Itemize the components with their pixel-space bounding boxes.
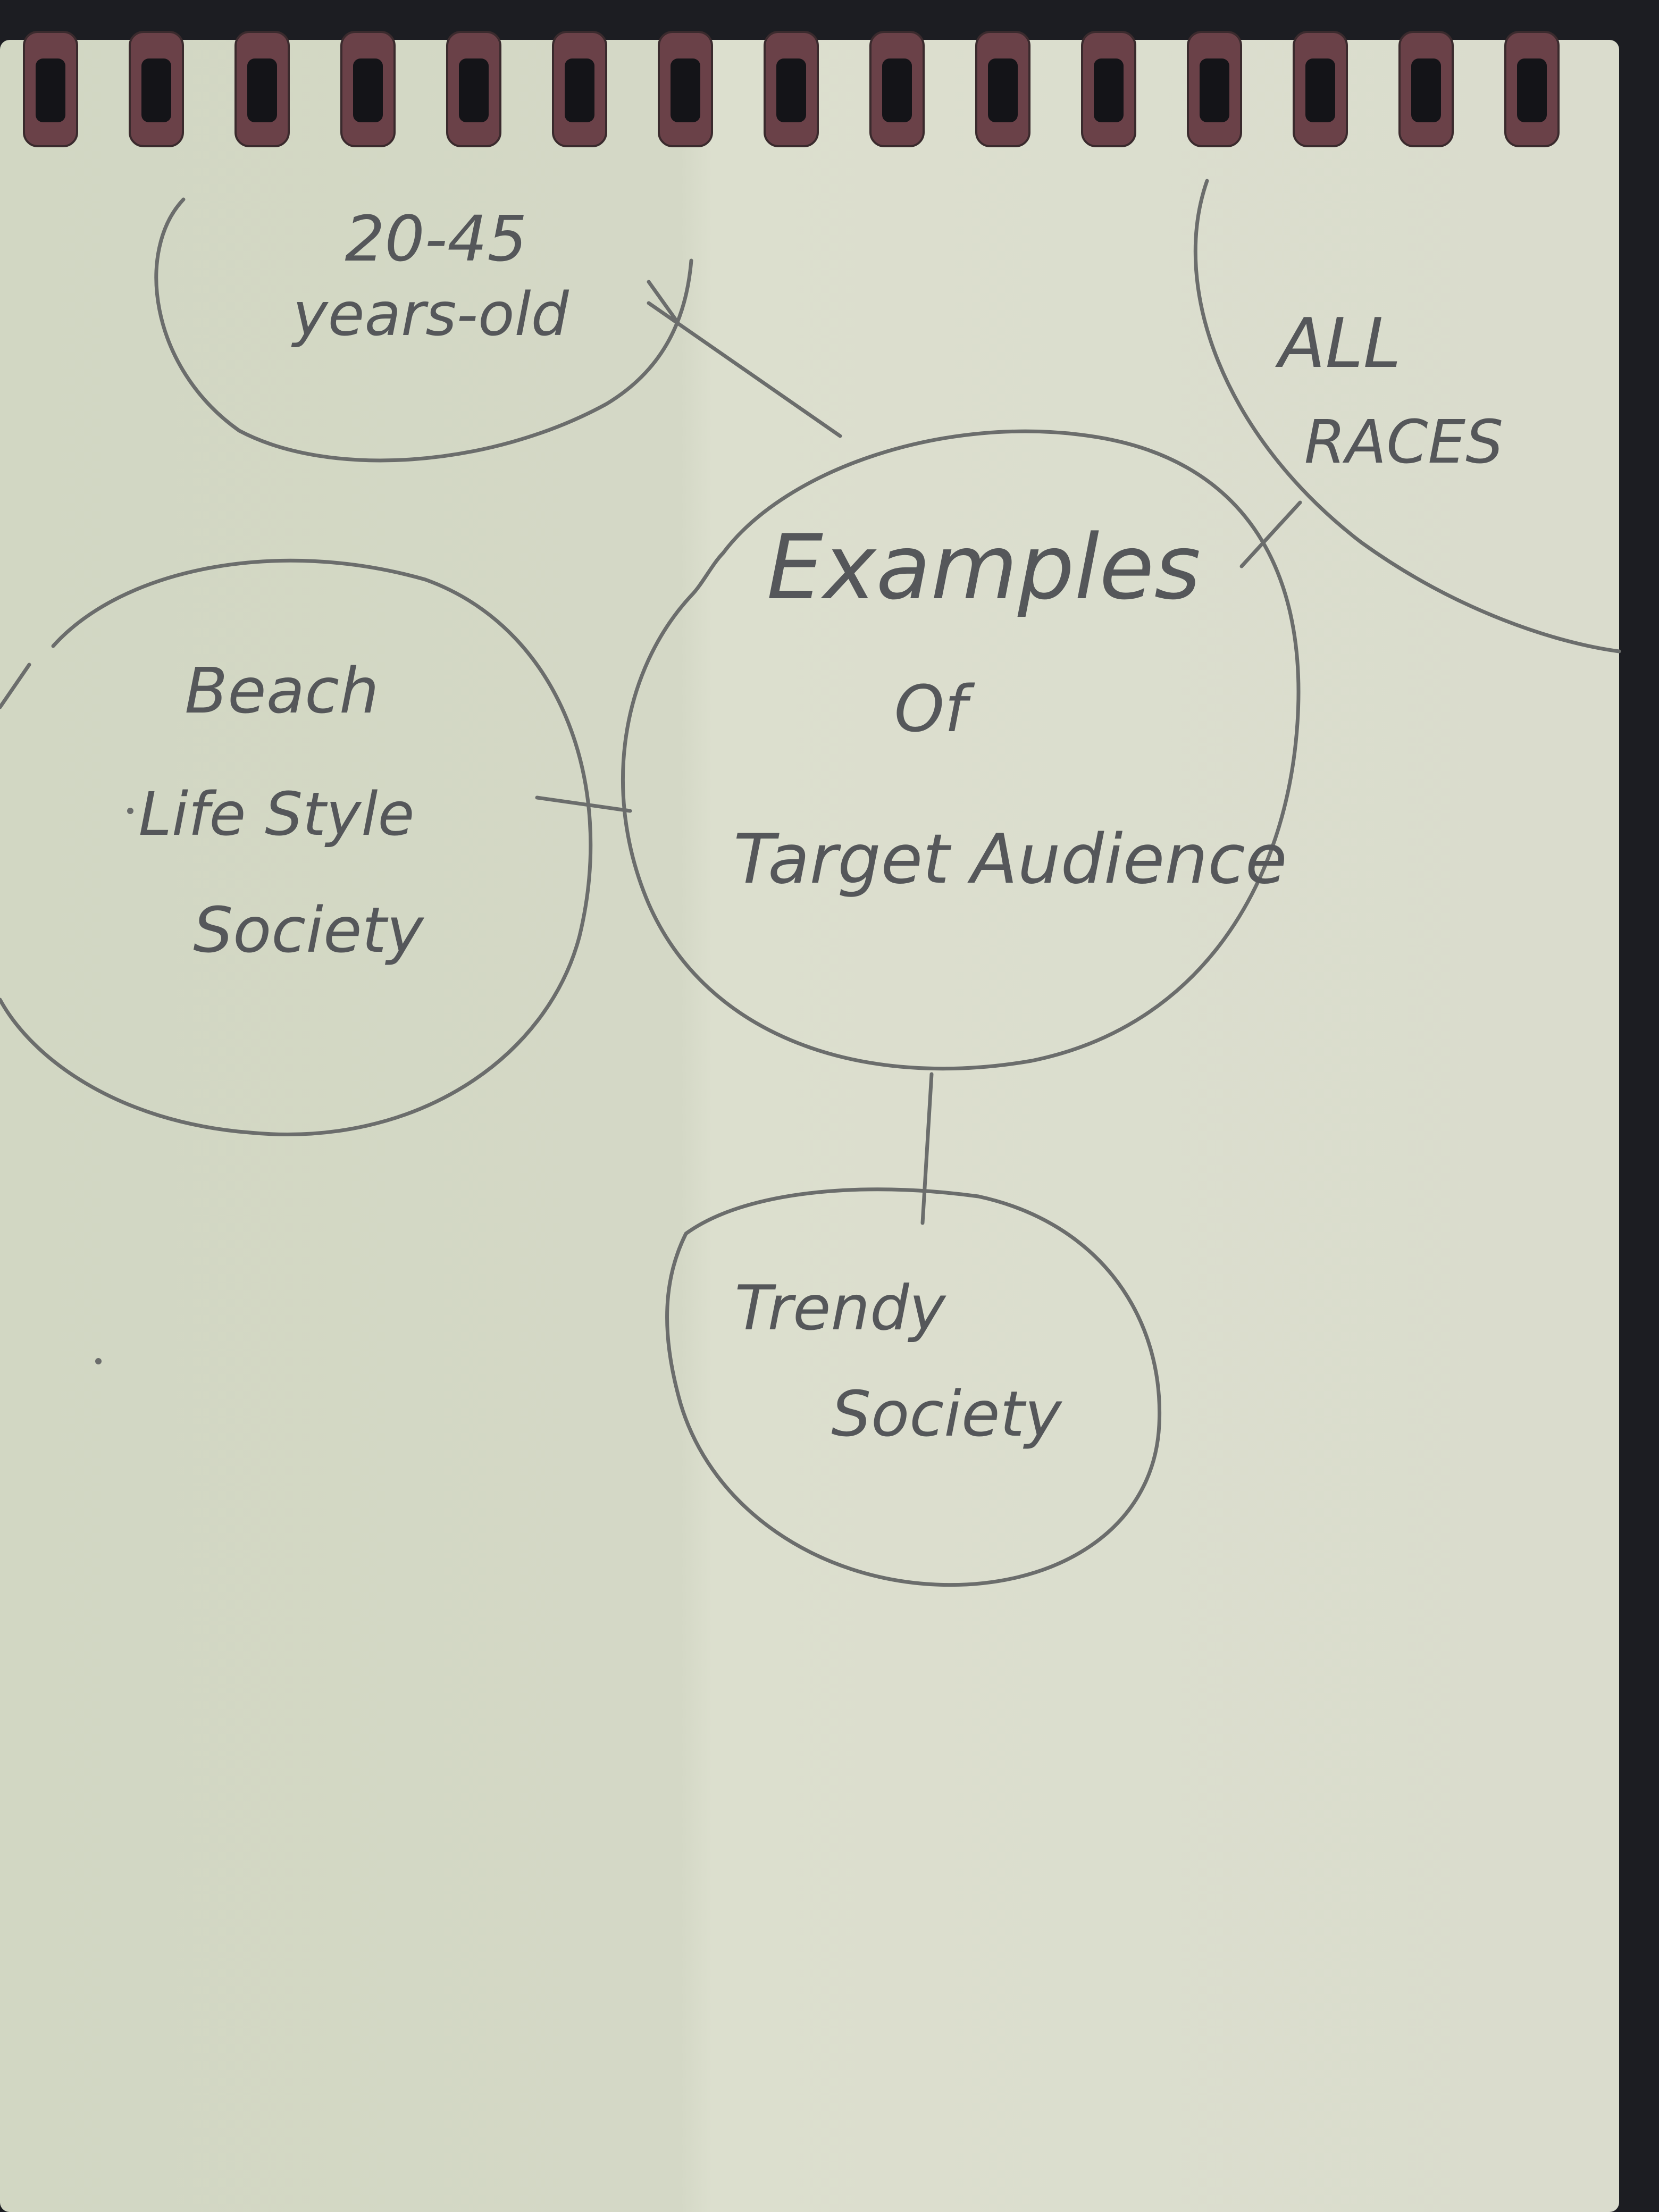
binding-ring-hole <box>1517 58 1547 122</box>
beach-bubble <box>0 558 593 1136</box>
binding-ring-hole <box>353 58 383 122</box>
trendy-connector <box>920 1072 934 1225</box>
age-range-text: 20-45 <box>345 202 527 275</box>
binding-ring-hole <box>565 58 594 122</box>
binding-ring-hole <box>671 58 700 122</box>
beach-line-1: Beach <box>185 654 379 727</box>
binding-ring-hole <box>1305 58 1335 122</box>
trendy-line-2: Society <box>831 1377 1063 1451</box>
races-connector <box>1239 500 1302 568</box>
age-connector-tick <box>647 280 677 321</box>
races-bubble <box>1193 179 1621 653</box>
age-unit-text: years-old <box>291 280 569 349</box>
beach-line-2: Life Style <box>139 780 415 849</box>
beach-line-3: Society <box>193 893 425 967</box>
beach-bubble-edge <box>0 663 31 709</box>
binding-ring-hole <box>988 58 1018 122</box>
binding-ring-hole <box>1411 58 1441 122</box>
age-connector <box>647 301 842 438</box>
stray-dot <box>95 1358 102 1364</box>
center-line-3: Target Audience <box>733 820 1287 899</box>
binding-ring-hole <box>882 58 912 122</box>
races-line-1: ALL <box>1275 304 1401 383</box>
binding-ring-hole <box>459 58 489 122</box>
races-line-2: RACES <box>1304 408 1504 477</box>
binding-ring-hole <box>776 58 806 122</box>
beach-connector <box>535 795 632 813</box>
stray-dot <box>127 808 133 814</box>
center-line-2: Of <box>894 673 975 747</box>
binding-ring-hole <box>141 58 171 122</box>
center-bubble <box>621 429 1301 1071</box>
trendy-bubble <box>665 1187 1162 1587</box>
age-bubble <box>154 197 693 463</box>
binding-ring-hole <box>36 58 65 122</box>
center-line-1: Examples <box>767 515 1201 619</box>
binding-ring-hole <box>1094 58 1124 122</box>
binding-ring-hole <box>247 58 277 122</box>
trendy-line-1: Trendy <box>735 1272 946 1344</box>
binding-ring-hole <box>1200 58 1229 122</box>
spiral-binding <box>23 31 1560 147</box>
sketchbook-page <box>0 40 1619 2212</box>
